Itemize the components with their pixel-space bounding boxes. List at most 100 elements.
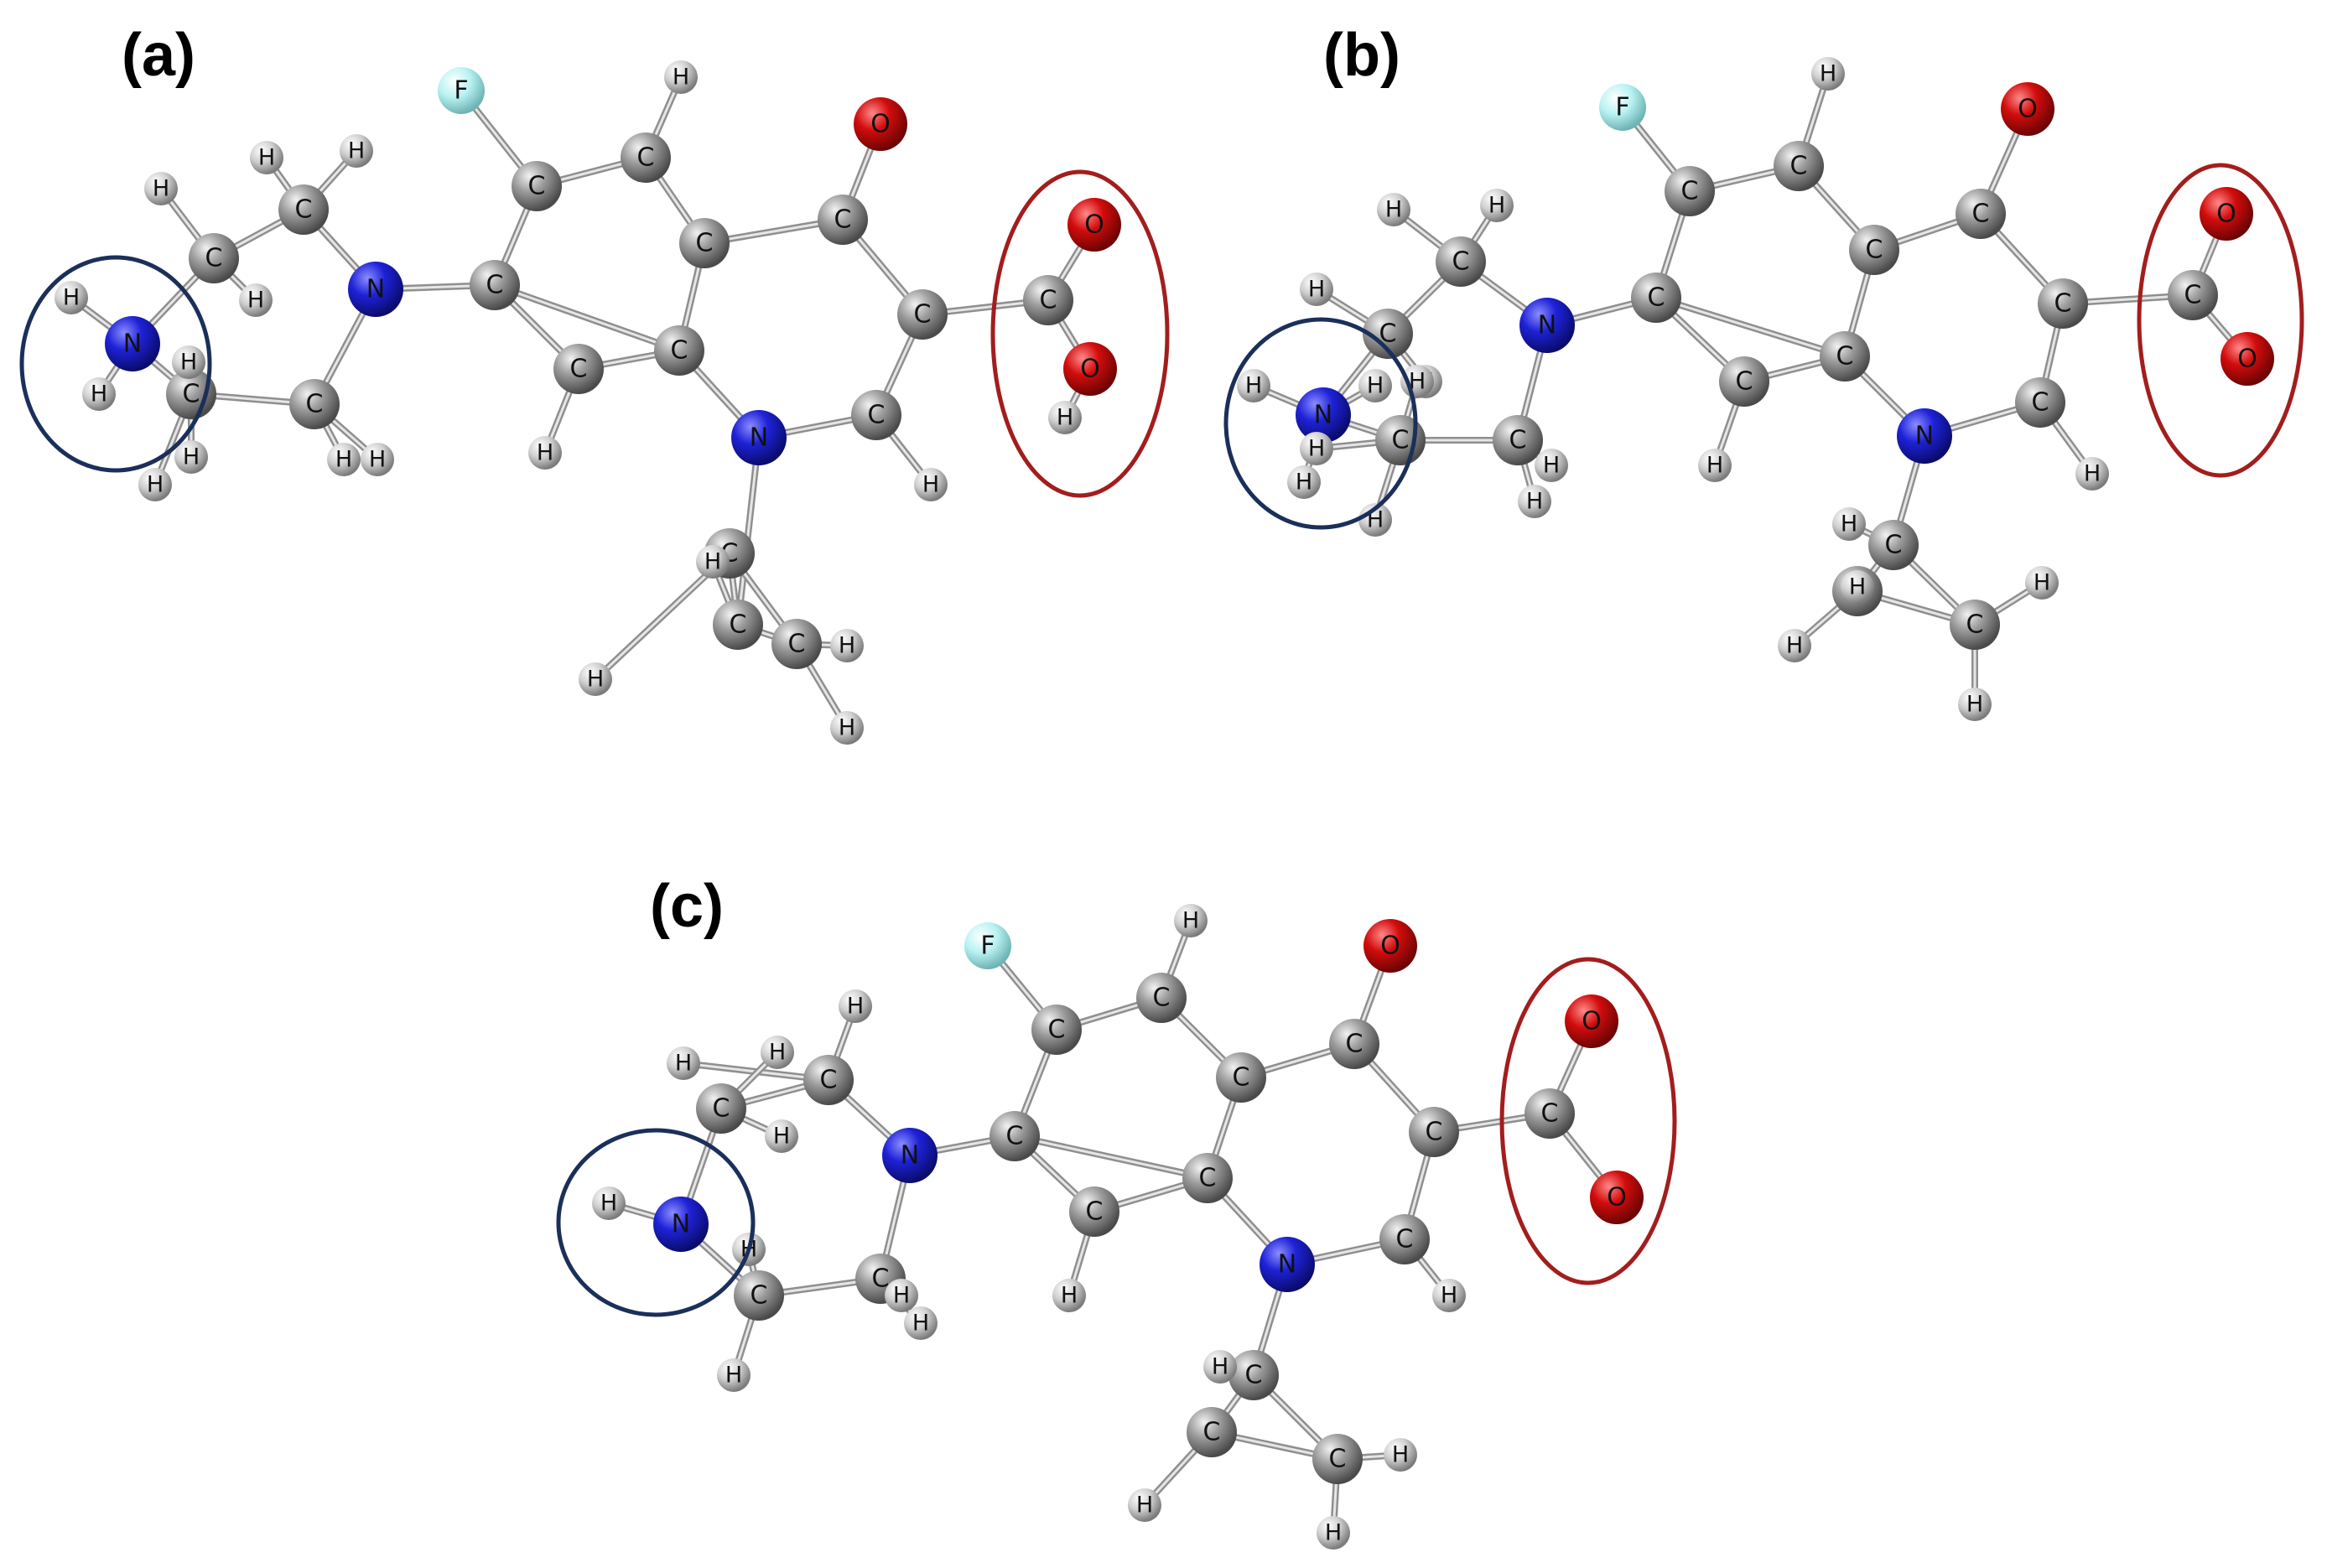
atom-sphere [1067,198,1121,252]
atom-sphere [1300,273,1333,306]
atom-sphere [348,262,403,317]
atom-label: H [1296,470,1312,496]
atom-n: N [882,1128,938,1183]
atom-c: C [470,260,520,310]
atom-label: C [1199,1164,1217,1193]
atom-sphere [340,134,373,168]
atom-label: C [868,401,886,430]
panel-label-a: (a) [122,22,195,89]
atom-label: O [1607,1183,1627,1212]
atom-sphere [1897,408,1952,464]
atom-label: H [2034,570,2050,596]
atom-label: C [1379,319,1397,349]
atom-h: H [1174,904,1208,937]
atom-sphere [882,1128,938,1183]
atom-label: N [1915,422,1934,451]
atom-h: H [1841,570,1874,604]
atom-label: C [751,1281,768,1311]
atom-sphere [1958,688,1992,721]
atom-sphere [1590,1171,1644,1224]
atom-h: H [830,629,864,662]
atom-label: C [696,229,714,258]
atom-sphere [1519,298,1575,353]
atom-sphere [664,60,698,94]
atom-h: H [1358,369,1392,402]
atom-label: C [1885,531,1903,560]
atom-label: C [1203,1418,1221,1447]
atom-sphere [1719,356,1769,407]
atom-h: H [696,545,730,579]
atom-h: H [1203,1350,1237,1384]
atom-sphere [1128,1488,1161,1522]
atom-label: H [2084,461,2101,487]
atom-sphere [138,468,172,501]
atom-sphere [1260,1237,1315,1292]
atom-label: H [839,715,855,741]
atom-sphere [818,195,868,245]
atom-sphere [1363,309,1413,359]
atom-sphere [1358,503,1392,537]
atom-h: H [885,1279,918,1312]
atom-c: C [189,233,239,283]
atom-label: H [1849,574,1866,600]
atom-label: C [1329,1445,1347,1474]
atom-n: N [731,410,787,465]
atom-sphere [897,289,948,340]
atom-label: H [1182,908,1199,934]
atom-sphere [667,1046,700,1080]
atom-h: H [914,468,948,501]
atom-h: H [667,1046,700,1080]
atom-label: C [1245,1361,1263,1390]
atom-sphere [1868,520,1919,570]
atom-label: H [1212,1354,1228,1380]
atom-c: C [1868,520,1919,570]
atom-label: C [1972,200,1990,229]
atom-n: N [653,1197,709,1252]
atom-n: N [1260,1237,1315,1292]
atom-label: N [1278,1250,1296,1280]
atom-label: C [1086,1197,1104,1227]
atom-h: H [340,134,373,168]
atom-sphere [1599,84,1646,131]
atom-sphere [1296,387,1351,443]
atom-h: H [765,1119,798,1153]
atom-label: C [730,610,747,640]
atom-sphere [1698,449,1732,482]
atom-label: H [1706,453,1723,479]
panel-label-b: (b) [1323,22,1400,89]
atom-h: H [2025,566,2059,600]
atom-sphere [1774,141,1824,191]
atom-c: C [621,132,671,183]
atom-c: C [1379,1214,1430,1264]
atom-c: C [1136,973,1187,1023]
atom-c: C [1493,415,1543,465]
atom-label: C [1648,283,1665,313]
atom-c: C [1363,309,1413,359]
atom-sphere [885,1279,918,1312]
atom-sphere [239,283,273,317]
atom-h: H [664,60,698,94]
atom-sphere [1524,1088,1575,1139]
atom-sphere [1565,994,1618,1048]
atom-label: H [258,145,275,171]
atom-label: H [1841,511,1857,537]
atom-sphere [1832,507,1866,541]
atom-h: H [1958,688,1992,721]
atom-h: H [1432,1279,1466,1312]
atom-c: C [1950,600,2000,650]
atom-label: C [205,244,223,273]
atom-sphere [830,711,864,745]
atom-sphere [1436,236,1486,287]
atom-sphere [172,345,205,379]
atom-sphere [1363,919,1417,973]
atom-h: H [144,172,178,205]
atom-label: H [1308,436,1325,462]
atom-c: C [803,1055,854,1105]
atom-label: C [528,172,546,201]
atom-label: C [1426,1118,1443,1147]
atom-h: H [904,1306,938,1340]
atom-sphere [771,619,822,669]
atom-h: H [250,141,283,174]
atom-sphere [361,443,394,476]
